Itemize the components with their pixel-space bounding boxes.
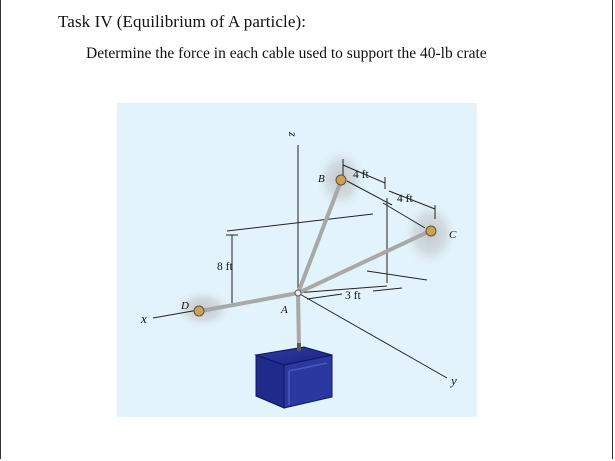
plane-line-2: [346, 180, 393, 206]
crate-right-face: [283, 354, 333, 409]
pin-d: [193, 305, 205, 317]
dim-ay-line-left: [306, 293, 343, 300]
plane-line-4: [366, 270, 428, 281]
figure-svg: z x y 4 ft 4 ft 8 ft 3 ft: [140, 131, 458, 409]
point-label-b: B: [318, 173, 325, 185]
ring-a: [294, 289, 302, 297]
point-label-a: A: [280, 304, 288, 316]
task-title: Task IV (Equilibrium of A particle):: [58, 12, 307, 31]
dim-bx-label: 4 ft: [353, 169, 369, 181]
dim-by-line: [388, 190, 436, 210]
crate-hook: [297, 343, 301, 351]
ground-line-x: [226, 213, 374, 232]
dim-by-label: 4 ft: [397, 193, 413, 205]
y-axis: [297, 292, 448, 379]
pin-b: [335, 174, 347, 186]
x-axis-label: x: [140, 311, 147, 326]
dim-ay-line-right: [372, 287, 403, 292]
problem-statement: Determine the force in each cable used t…: [86, 45, 487, 62]
dim-height-label: 8 ft: [217, 261, 233, 273]
plane-line-3: [382, 202, 426, 229]
statics-figure: z x y 4 ft 4 ft 8 ft 3 ft: [117, 103, 477, 417]
cable-ad: [200, 291, 299, 313]
cable-a-crate: [296, 292, 301, 350]
cable-ab: [296, 180, 343, 294]
ground-line-y: [294, 285, 388, 294]
cable-ac: [297, 229, 431, 295]
dim-ay-label: 3 ft: [345, 290, 361, 302]
pin-c: [425, 225, 437, 237]
crate: [254, 343, 333, 409]
crate-edge-2: [288, 362, 328, 372]
dim-bx-line: [342, 164, 386, 184]
point-label-d: D: [180, 300, 189, 312]
y-axis-label: y: [449, 373, 457, 388]
point-label-c: C: [449, 229, 457, 241]
z-axis-label: z: [286, 131, 300, 137]
